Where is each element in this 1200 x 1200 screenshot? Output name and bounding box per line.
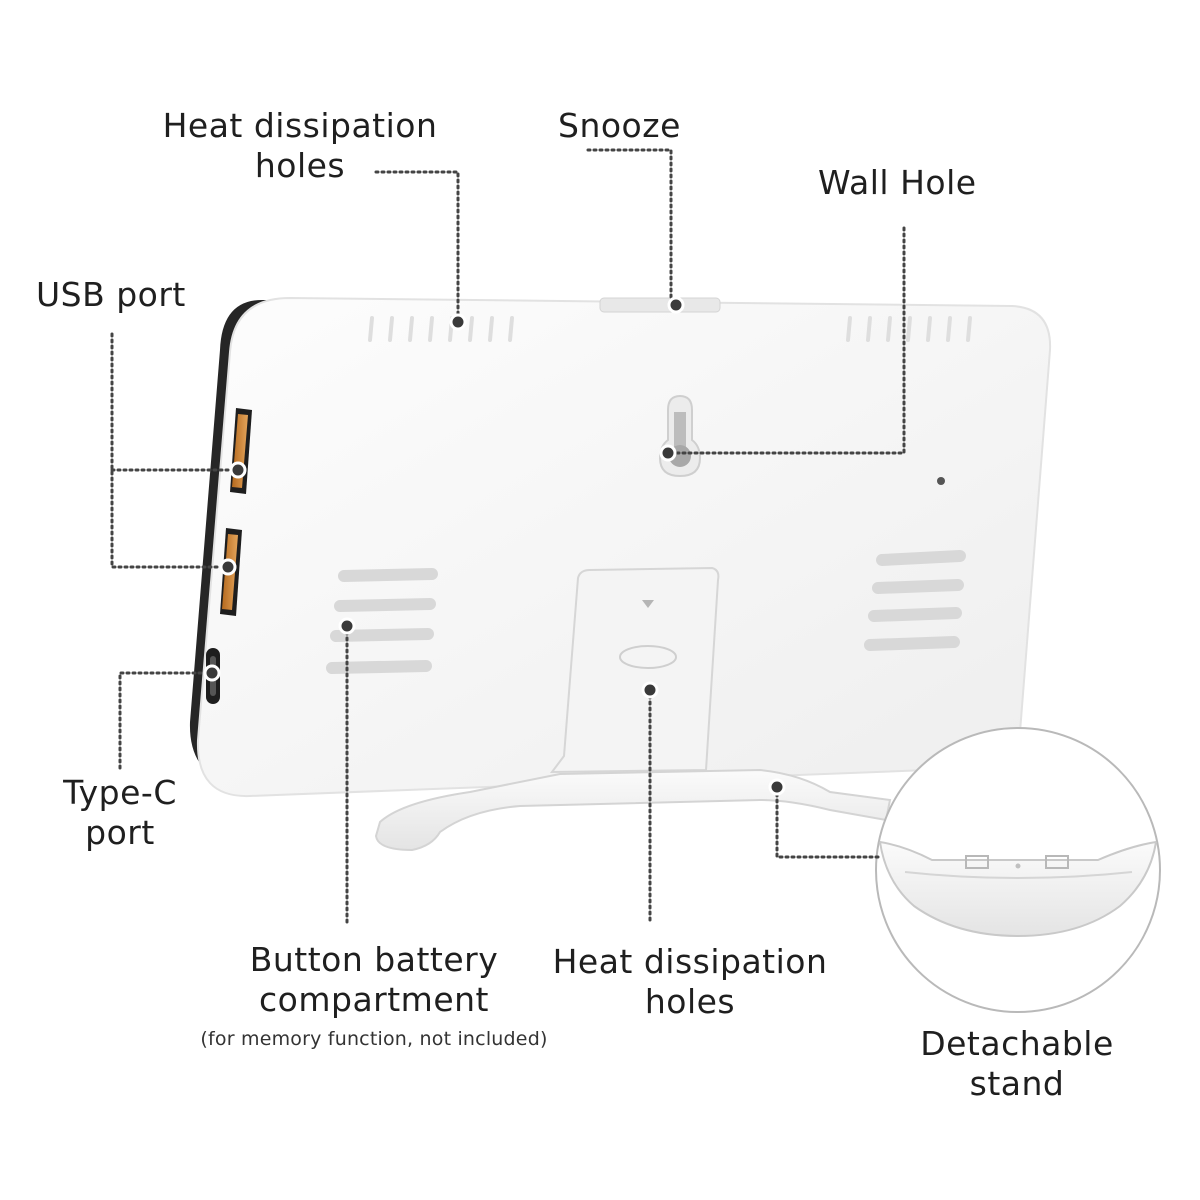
label-line: port	[85, 813, 155, 852]
label-line: Heat dissipation	[162, 106, 438, 145]
label-type-c-port: Type-C port	[40, 773, 200, 853]
label-line: holes	[644, 982, 736, 1021]
label-line: holes	[254, 146, 346, 185]
down-arrow-icon	[642, 600, 654, 608]
label-detachable-stand: Detachable stand	[900, 1024, 1134, 1104]
callout-dot-icon	[203, 296, 786, 796]
label-snooze: Snooze	[558, 106, 681, 145]
snooze-button	[599, 297, 721, 313]
top-vents-left	[368, 316, 514, 342]
label-line: Heat dissipation	[552, 942, 828, 981]
label-line: Button battery	[249, 940, 499, 979]
label-line: compartment	[259, 980, 489, 1019]
label-usb-port: USB port	[36, 275, 186, 314]
reset-hole	[937, 477, 945, 485]
label-heat-dissipation-bottom: Heat dissipation holes	[540, 942, 840, 1022]
zoomed-stand	[878, 840, 1158, 938]
top-vents-right	[846, 316, 972, 342]
left-side-vents	[326, 568, 438, 674]
label-wall-hole: Wall Hole	[818, 163, 977, 202]
label-line: Type-C	[63, 773, 177, 812]
label-line: stand	[969, 1064, 1065, 1103]
battery-cover-emboss	[619, 645, 677, 669]
right-side-vents	[864, 550, 966, 651]
leader-lines	[110, 148, 906, 924]
label-battery-compartment: Button battery compartment	[214, 940, 534, 1020]
label-heat-dissipation-top: Heat dissipation holes	[150, 106, 450, 186]
clock-stand	[374, 768, 892, 852]
battery-compartment-cover	[549, 566, 720, 774]
label-battery-note: (for memory function, not included)	[200, 1028, 548, 1050]
label-line: Detachable	[920, 1024, 1114, 1063]
